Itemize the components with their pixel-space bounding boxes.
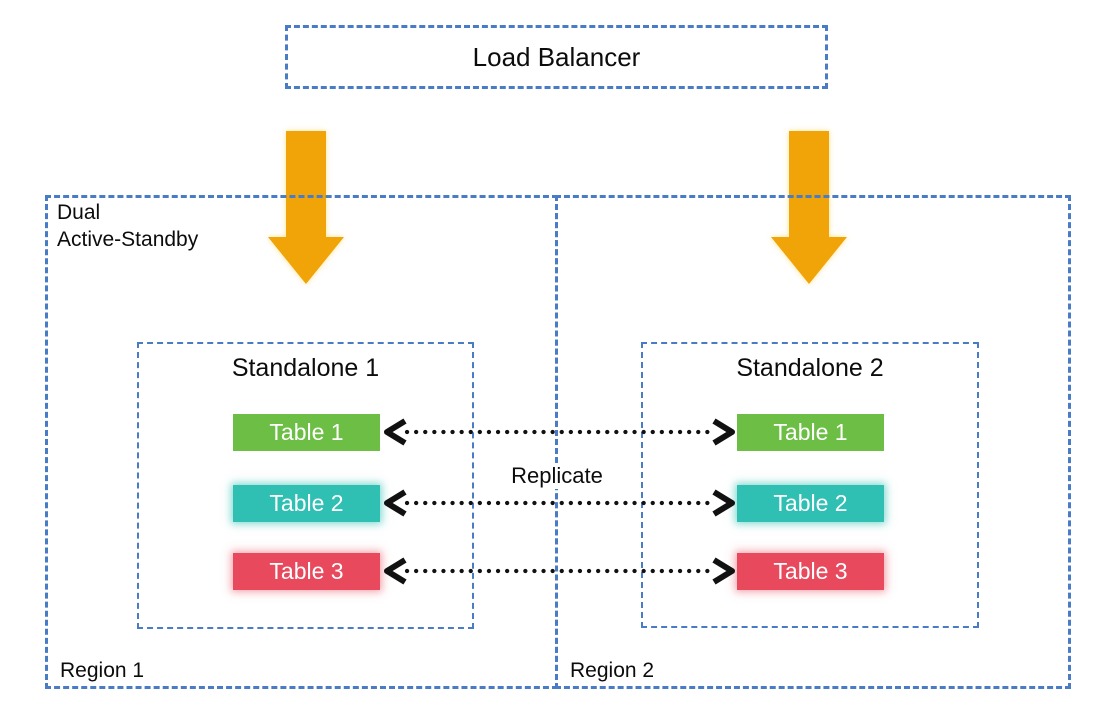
replicate-arrow-2 [384, 489, 735, 517]
standalone-1-box: Standalone 1 [137, 342, 474, 629]
region-2-box [555, 195, 1071, 689]
replicate-label: Replicate [507, 463, 607, 489]
standalone-2-table-1: Table 1 [737, 414, 884, 451]
standalone-2-table-2: Table 2 [737, 485, 884, 522]
dual-active-standby-label: Dual Active-Standby [57, 199, 198, 253]
region-2-label: Region 2 [570, 659, 655, 682]
down-arrow-icon-right [771, 131, 847, 284]
region-1-label: Region 1 [60, 659, 145, 682]
cluster-label-line2: Active-Standby [57, 228, 199, 251]
replicate-arrow-3 [384, 557, 735, 585]
load-balancer-box: Load Balancer [285, 25, 828, 89]
standalone-2-title: Standalone 2 [736, 354, 884, 382]
cluster-label-line1: Dual [57, 201, 101, 224]
standalone-1-table-1: Table 1 [233, 414, 380, 451]
down-arrow-icon-left [268, 131, 344, 284]
replicate-arrow-1 [384, 418, 735, 446]
load-balancer-label: Load Balancer [472, 41, 641, 72]
standalone-1-table-3: Table 3 [233, 553, 380, 590]
standalone-2-table-3: Table 3 [737, 553, 884, 590]
standalone-2-box: Standalone 2 [641, 342, 979, 628]
standalone-1-table-2: Table 2 [233, 485, 380, 522]
standalone-1-title: Standalone 1 [231, 354, 380, 382]
